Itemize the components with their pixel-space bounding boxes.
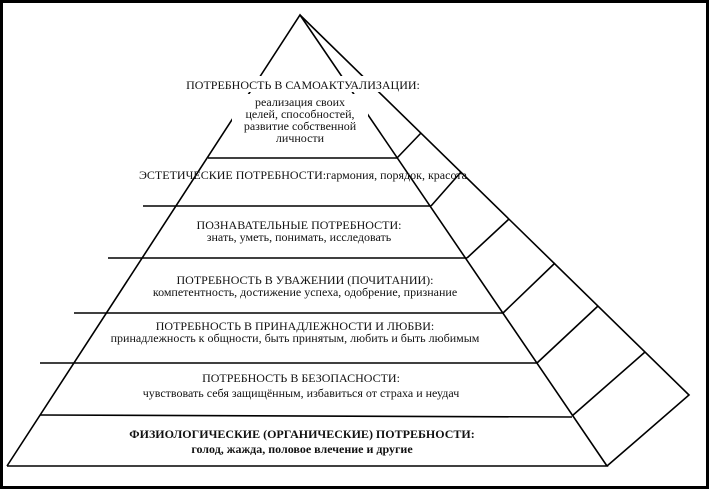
side-divider bbox=[430, 171, 462, 207]
side-divider bbox=[536, 305, 599, 364]
level-1-text: развитие собственной bbox=[244, 119, 357, 133]
level-3-title: ПОЗНАВАТЕЛЬНЫЕ ПОТРЕБНОСТИ: bbox=[197, 218, 402, 232]
level-1-text: личности bbox=[276, 131, 325, 145]
side-divider bbox=[571, 351, 646, 417]
level-1-title: ПОТРЕБНОСТЬ В САМОАКТУАЛИЗАЦИИ: bbox=[186, 78, 420, 92]
side-face bbox=[299, 14, 691, 467]
side-divider bbox=[466, 218, 510, 259]
maslow-pyramid-diagram: ПОТРЕБНОСТЬ В САМОАКТУАЛИЗАЦИИ: реализац… bbox=[3, 3, 706, 486]
level-1-text: целей, способностей, bbox=[245, 107, 354, 121]
title-backdrop bbox=[184, 76, 424, 92]
pyramid-outline bbox=[6, 13, 691, 467]
level-5-text: принадлежность к общности, быть принятым… bbox=[111, 331, 480, 345]
pyramid-svg: ПОТРЕБНОСТЬ В САМОАКТУАЛИЗАЦИИ: реализац… bbox=[6, 13, 691, 467]
level-6-text: чувствовать себя защищённым, избавиться … bbox=[143, 386, 460, 400]
side-divider bbox=[502, 262, 556, 314]
level-2-title: ЭСТЕТИЧЕСКИЕ ПОТРЕБНОСТИ:гармония, поряд… bbox=[139, 168, 468, 182]
level-divider bbox=[39, 414, 573, 418]
level-6-title: ПОТРЕБНОСТЬ В БЕЗОПАСНОСТИ: bbox=[202, 371, 400, 385]
front-face bbox=[6, 13, 609, 467]
level-5-title: ПОТРЕБНОСТЬ В ПРИНАДЛЕЖНОСТИ И ЛЮБВИ: bbox=[156, 319, 435, 333]
level-4-text: компетентность, достижение успеха, одобр… bbox=[153, 285, 457, 299]
level-3-text: знать, уметь, понимать, исследовать bbox=[207, 230, 392, 244]
text-backdrop bbox=[232, 94, 368, 146]
level-1-text: реализация своих bbox=[255, 95, 345, 109]
level-7-text: голод, жажда, половое влечение и другие bbox=[191, 442, 413, 456]
level-7-title: ФИЗИОЛОГИЧЕСКИЕ (ОРГАНИЧЕСКИЕ) ПОТРЕБНОС… bbox=[129, 427, 474, 441]
side-divider bbox=[396, 132, 422, 159]
level-4-title: ПОТРЕБНОСТЬ В УВАЖЕНИИ (ПОЧИТАНИИ): bbox=[177, 273, 434, 287]
